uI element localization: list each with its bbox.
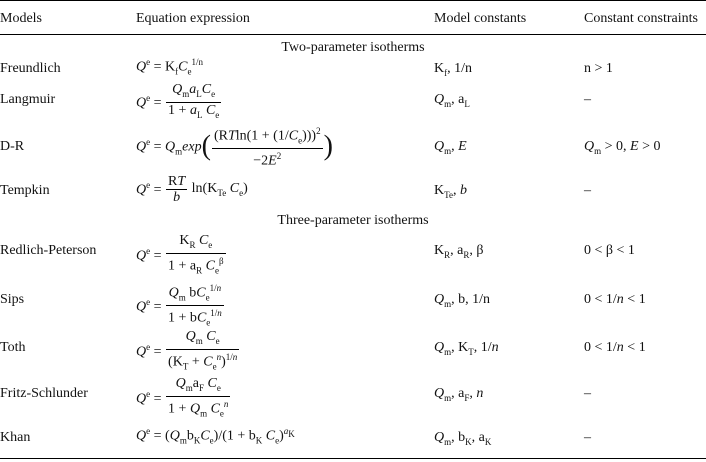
equation-khan: Qe = (QmbKCe)/(1 + bK Ce)aK [136,426,295,446]
model-sips: Sips [0,292,25,307]
constraint-khan: – [584,430,591,445]
model-tempkin: Tempkin [0,183,50,198]
section-three-parameter: Three-parameter isotherms [277,213,429,228]
constants-sips: Qm, b, 1/n [434,292,491,309]
header-constraints: Constant constraints [584,11,698,26]
constants-dr: Qm, E [434,139,467,156]
constraint-redlich-peterson: 0 < β < 1 [584,243,635,258]
constants-langmuir: Qm, aL [434,92,470,109]
equation-freundlich: Qe = KfCe1/n [136,57,203,77]
constants-fritz-schlunder: Qm, aF, n [434,386,484,403]
equation-dr: Qe = Qmexp((RTln(1 + (1/Ce)))2−2E2) [136,126,333,170]
constraint-dr: Qm > 0, E > 0 [584,139,661,156]
constants-tempkin: KTe, b [434,183,467,200]
header-constants: Model constants [434,11,527,26]
constants-khan: Qm, bK, aK [434,430,492,447]
model-redlich-peterson: Redlich-Peterson [0,243,97,258]
constraint-tempkin: – [584,183,591,198]
model-dr: D-R [0,139,25,154]
equation-toth: Qe = Qm Ce(KT + Cen)1/n [136,329,240,374]
constraint-langmuir: – [584,92,591,107]
header-rule [0,34,706,35]
model-langmuir: Langmuir [0,92,56,107]
model-toth: Toth [0,340,26,355]
header-models: Models [0,11,42,26]
constants-toth: Qm, KT, 1/n [434,340,499,357]
constants-redlich-peterson: KR, aR, β [434,243,484,260]
bottom-rule [0,458,706,459]
top-rule [0,0,706,1]
model-freundlich: Freundlich [0,61,61,76]
header-equation: Equation expression [136,11,250,26]
constants-freundlich: Kf, 1/n [434,61,473,78]
constraint-sips: 0 < 1/n < 1 [584,292,646,307]
constraint-freundlich: n > 1 [584,61,613,76]
model-fritz-schlunder: Fritz-Schlunder [0,386,88,401]
constraint-fritz-schlunder: – [584,386,591,401]
section-two-parameter: Two-parameter isotherms [281,40,425,55]
constraint-toth: 0 < 1/n < 1 [584,340,646,355]
model-khan: Khan [0,430,31,445]
